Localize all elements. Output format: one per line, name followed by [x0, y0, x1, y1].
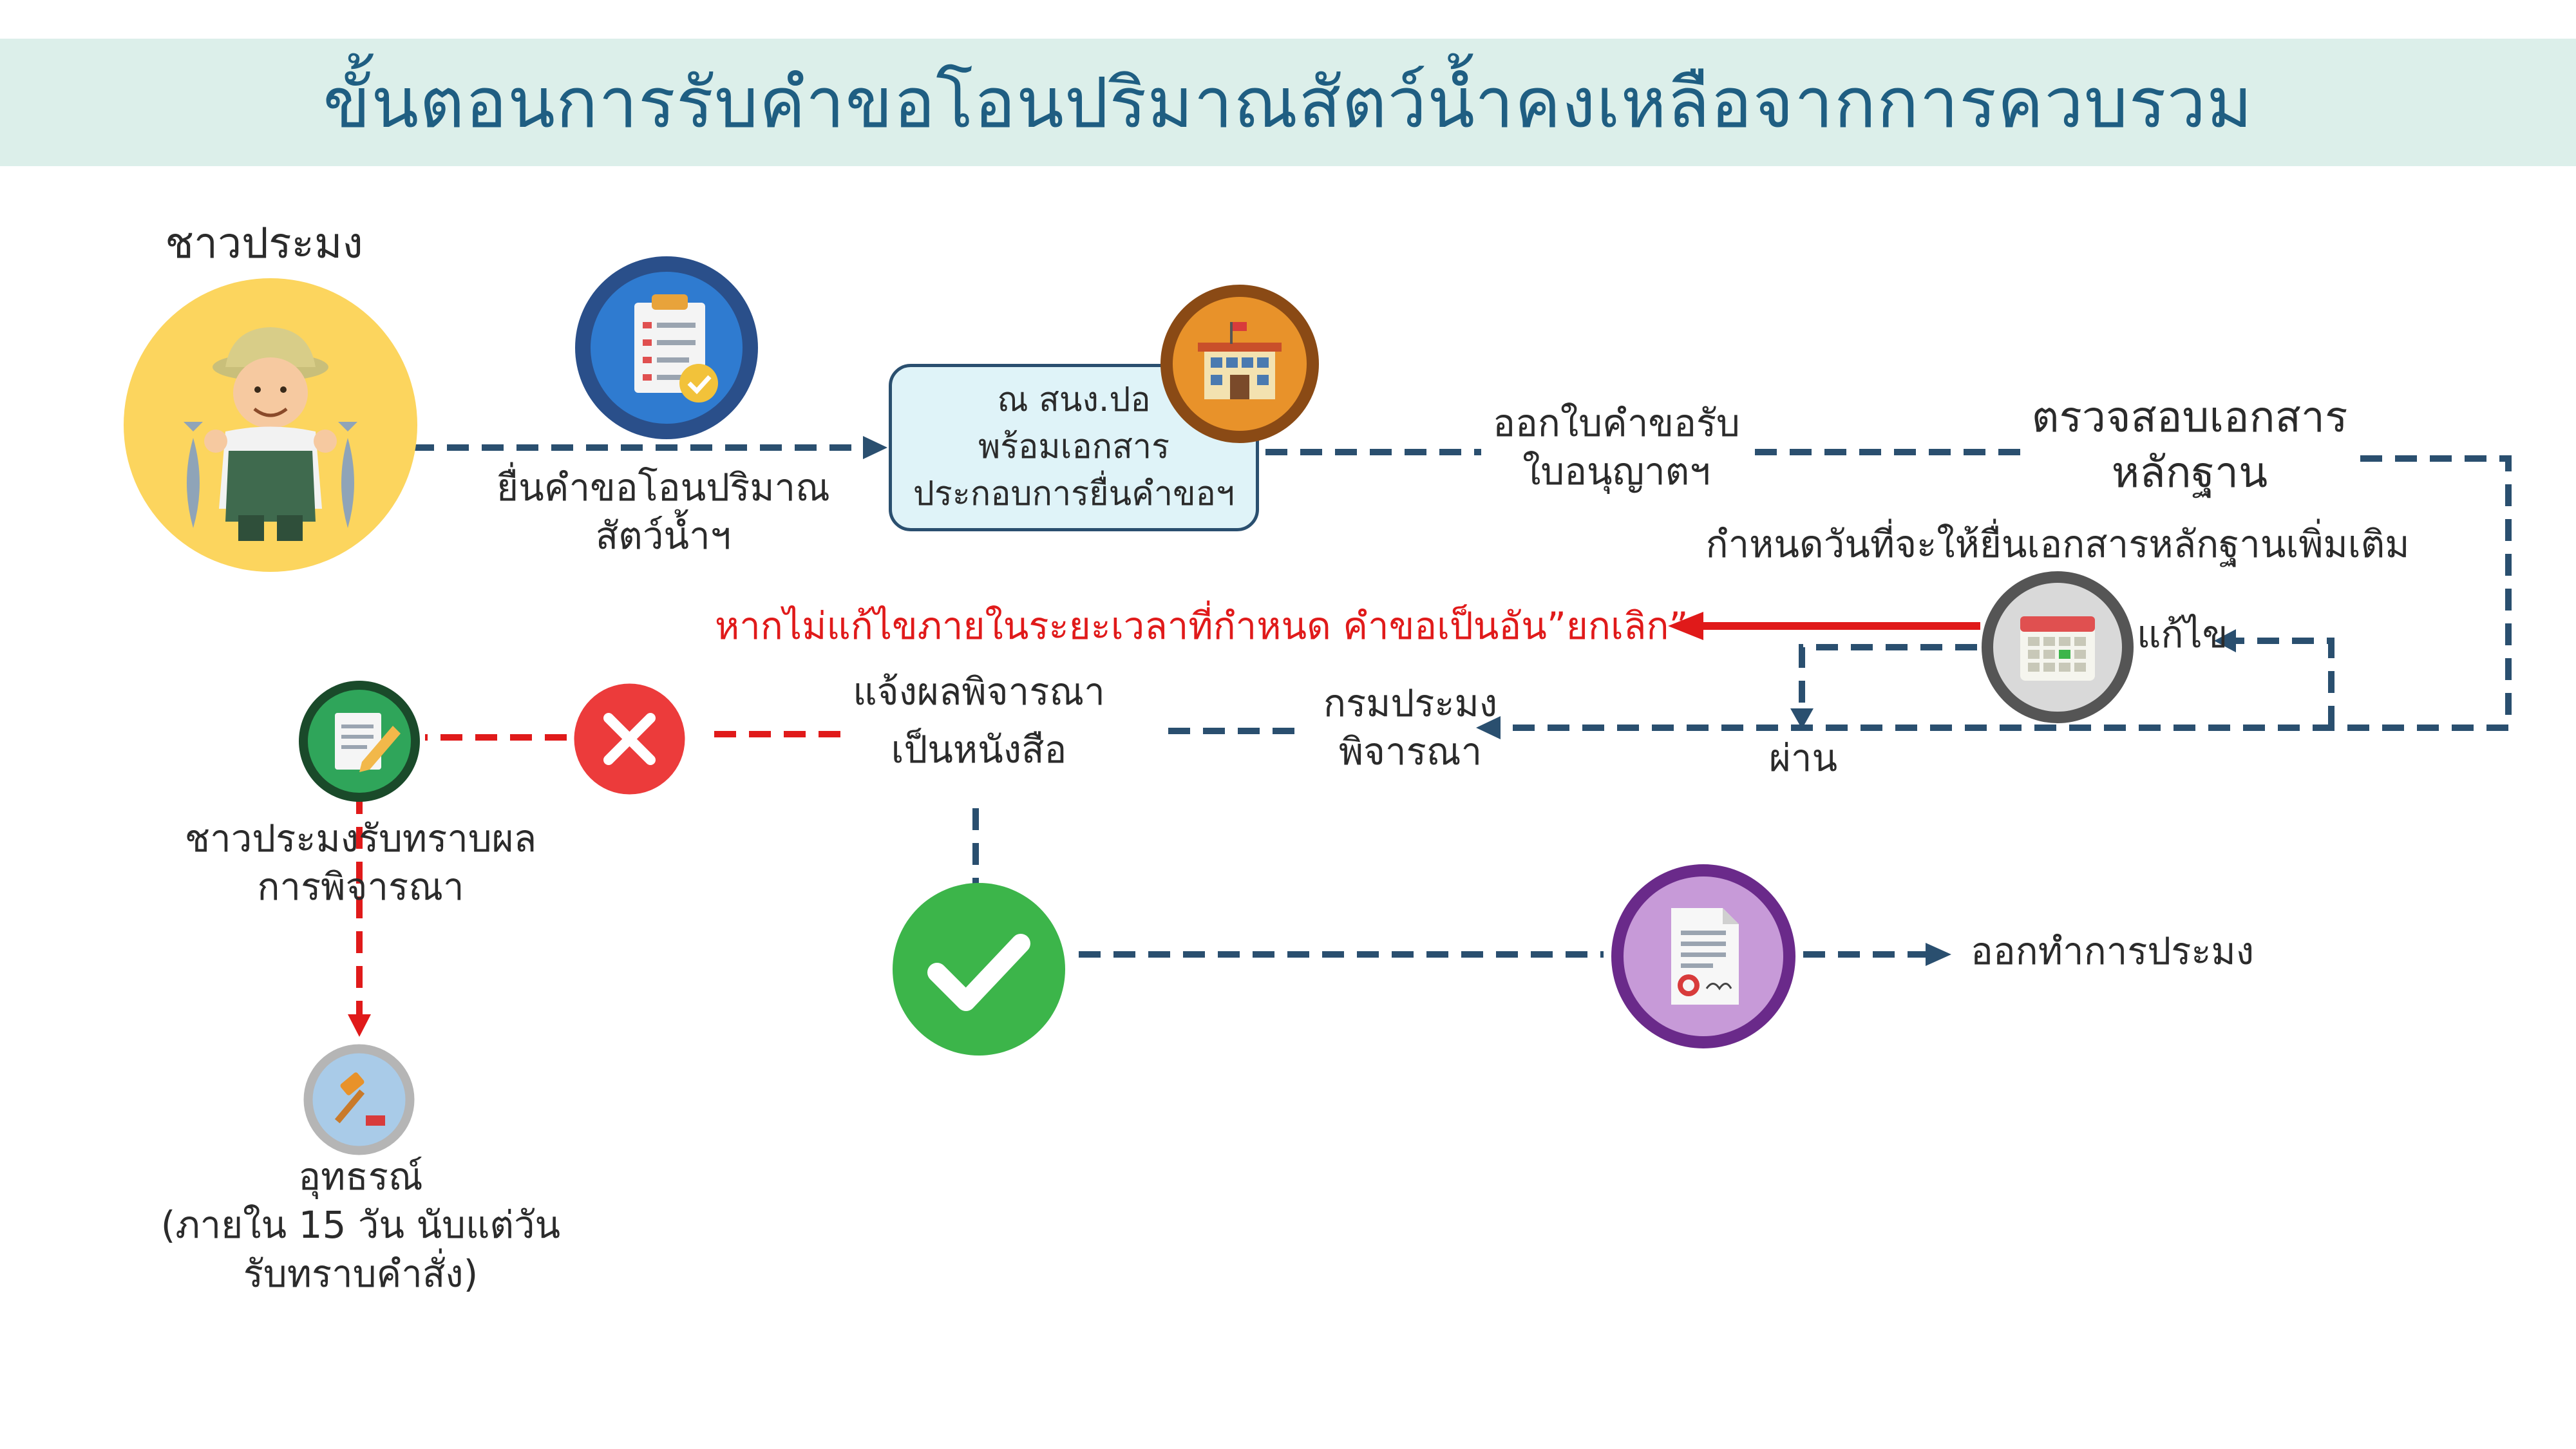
arrowhead-gofishing: [1926, 943, 1951, 966]
checklist-icon: [573, 254, 760, 441]
label-acknowledge: ชาวประมงรับทราบผล การพิจารณา: [184, 817, 537, 909]
label-go-fishing: ออกทำการประมง: [1971, 929, 2255, 973]
label-appeal: อุทธรณ์ (ภายใน 15 วัน นับแต่วัน รับทราบค…: [160, 1155, 561, 1296]
label-fix: แก้ไข: [2137, 612, 2228, 656]
arrowhead-consider: [1476, 716, 1501, 739]
gavel-icon: [303, 1043, 415, 1156]
fisherman-icon: [122, 277, 419, 573]
label-issue-receipt: ออกใบคำขอรับ ใบอนุญาตฯ: [1493, 401, 1740, 494]
approve-check-icon: [892, 882, 1066, 1056]
label-notify: แจ้งผลพิจารณา เป็นหนังสือ: [853, 670, 1105, 772]
page-title: ขั้นตอนการรับคำขอโอนปริมาณสัตว์น้ำคงเหลื…: [323, 63, 2253, 144]
label-office: ณ สนง.ปอ พร้อมเอกสาร ประกอบการยื่นคำขอฯ: [913, 381, 1235, 513]
title-band: [0, 39, 2576, 166]
label-set-date: กำหนดวันที่จะให้ยื่นเอกสารหลักฐานเพิ่มเต…: [1705, 522, 2410, 566]
connector-fix-branch: [2235, 638, 2334, 728]
reject-x-icon: [573, 683, 686, 795]
connector-verify-loop: [1501, 455, 2512, 731]
arrowhead-cancel: [1668, 612, 1703, 640]
label-verify-docs: ตรวจสอบเอกสาร หลักฐาน: [2031, 392, 2348, 497]
note-pencil-icon: [298, 679, 421, 803]
arrowhead-office: [863, 436, 887, 459]
arrowhead-fix: [2214, 629, 2236, 652]
label-cancel-warning: หากไม่แก้ไขภายในระยะเวลาที่กำหนด คำขอเป็…: [715, 604, 1689, 648]
calendar-icon: [1980, 570, 2135, 724]
certificate-icon: [1610, 863, 1797, 1050]
label-submit: ยื่นคำขอโอนปริมาณ สัตว์น้ำฯ: [497, 466, 830, 558]
label-fisherman: ชาวประมง: [165, 218, 363, 268]
arrowhead-pass: [1790, 708, 1814, 729]
arrowhead-appeal: [348, 1014, 371, 1037]
building-icon: [1159, 283, 1320, 444]
label-pass: ผ่าน: [1768, 736, 1838, 780]
label-dept-consider: กรมประมง พิจารณา: [1323, 681, 1498, 774]
connector-calendar-pass: [1799, 644, 1977, 712]
